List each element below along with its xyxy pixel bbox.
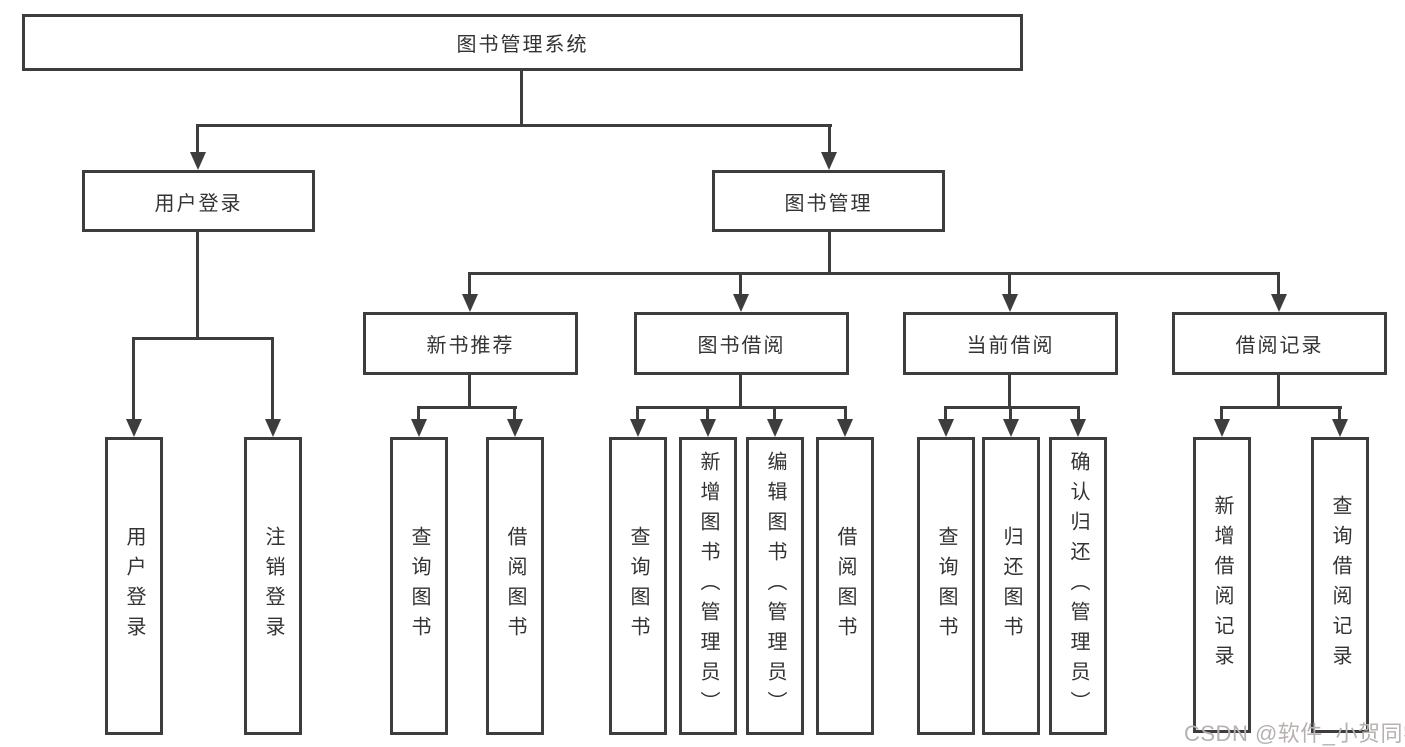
leaf-add-borrow-record: 新增借阅记录	[1193, 437, 1251, 733]
arrow-down-icon	[1002, 294, 1018, 312]
arrow-down-icon	[1214, 419, 1230, 437]
arrow-down-icon	[265, 419, 281, 437]
connector-stem-user-login	[196, 124, 199, 154]
arrow-down-icon	[1332, 419, 1348, 437]
leaf-user-login: 用户登录	[105, 437, 163, 735]
node-user-login: 用户登录	[82, 170, 315, 232]
connector-stem-book-borrow	[739, 272, 742, 296]
connector-user-login-stub	[196, 231, 199, 337]
leaf-borrow-books-rec: 借阅图书	[486, 437, 544, 735]
connector-borrow-record-hbar	[1220, 406, 1342, 409]
connector-current-borrow-stub	[1008, 374, 1011, 407]
node-label: 借阅记录	[1235, 335, 1324, 357]
node-label: 编辑图书（管理员）	[764, 451, 786, 721]
arrow-down-icon	[733, 294, 749, 312]
node-label: 查询图书	[935, 526, 957, 646]
arrow-down-icon	[1003, 419, 1019, 437]
connector-stem	[1077, 406, 1080, 422]
node-label: 图书借阅	[697, 335, 786, 357]
arrow-down-icon	[700, 419, 716, 437]
node-label: 用户登录	[123, 526, 145, 646]
connector-book-borrow-stub	[739, 374, 742, 407]
connector-stem-leaf-user-login	[132, 337, 135, 421]
node-label: 借阅图书	[504, 526, 526, 646]
arrow-down-icon	[837, 419, 853, 437]
connector-stem	[706, 406, 709, 422]
connector-book-mgmt-stub	[828, 231, 831, 274]
connector-stem	[944, 406, 947, 422]
node-library-management-system: 图书管理系统	[22, 14, 1023, 71]
node-label: 查询借阅记录	[1329, 495, 1351, 675]
node-borrowing-records: 借阅记录	[1172, 312, 1387, 375]
leaf-query-borrow-record: 查询借阅记录	[1311, 437, 1369, 733]
leaf-return-books: 归还图书	[982, 437, 1040, 735]
leaf-confirm-return-admin: 确认归还（管理员）	[1049, 437, 1107, 735]
node-current-borrowing: 当前借阅	[903, 312, 1118, 375]
connector-stem	[1220, 406, 1223, 422]
connector-stem	[1009, 406, 1012, 422]
node-label: 新增图书（管理员）	[697, 451, 719, 721]
arrow-down-icon	[821, 152, 837, 170]
leaf-query-books-current: 查询图书	[917, 437, 975, 735]
node-label: 归还图书	[1000, 526, 1022, 646]
node-label: 借阅图书	[834, 526, 856, 646]
leaf-query-books-rec: 查询图书	[390, 437, 448, 735]
connector-borrow-record-stub	[1277, 374, 1280, 407]
arrow-down-icon	[767, 419, 783, 437]
connector-current-borrow-hbar	[944, 406, 1080, 409]
node-book-borrowing: 图书借阅	[634, 312, 849, 375]
arrow-down-icon	[126, 419, 142, 437]
connector-stem	[636, 406, 639, 422]
arrow-down-icon	[411, 419, 427, 437]
node-label: 用户登录	[154, 192, 243, 215]
node-label: 新书推荐	[426, 335, 515, 357]
arrow-down-icon	[630, 419, 646, 437]
connector-stem	[513, 406, 516, 422]
connector-stem	[844, 406, 847, 422]
connector-book-mgmt-hbar	[468, 272, 1280, 275]
node-label: 新增借阅记录	[1211, 495, 1233, 675]
connector-stem-new-book-rec	[468, 272, 471, 296]
connector-user-login-hbar	[132, 337, 274, 340]
arrow-down-icon	[462, 294, 478, 312]
leaf-borrow-books: 借阅图书	[816, 437, 874, 735]
node-label: 当前借阅	[966, 335, 1055, 357]
connector-root-stub	[520, 71, 523, 125]
arrow-down-icon	[507, 419, 523, 437]
connector-stem-book-mgmt	[828, 124, 831, 154]
node-label: 确认归还（管理员）	[1067, 451, 1089, 721]
csdn-watermark: CSDN @软件_小贺同学	[1184, 721, 1405, 746]
leaf-edit-books-admin: 编辑图书（管理员）	[746, 437, 804, 735]
connector-book-borrow-hbar	[636, 406, 847, 409]
leaf-add-books-admin: 新增图书（管理员）	[679, 437, 737, 735]
connector-new-book-rec-stub	[468, 374, 471, 407]
leaf-logout: 注销登录	[244, 437, 302, 735]
node-label: 图书管理	[784, 192, 873, 215]
arrow-down-icon	[1070, 419, 1086, 437]
arrow-down-icon	[190, 152, 206, 170]
connector-stem	[773, 406, 776, 422]
node-label: 查询图书	[408, 526, 430, 646]
arrow-down-icon	[1271, 294, 1287, 312]
connector-stem	[417, 406, 420, 422]
node-label: 查询图书	[627, 526, 649, 646]
node-label: 图书管理系统	[456, 34, 589, 56]
connector-stem	[1338, 406, 1341, 422]
connector-stem-leaf-logout	[271, 337, 274, 421]
arrow-down-icon	[938, 419, 954, 437]
connector-root-hbar	[196, 124, 832, 127]
leaf-query-books-borrow: 查询图书	[609, 437, 667, 735]
node-new-book-recommend: 新书推荐	[363, 312, 578, 375]
connector-stem-borrow-record	[1277, 272, 1280, 296]
connector-new-book-rec-hbar	[417, 406, 517, 409]
node-book-management: 图书管理	[712, 170, 945, 232]
node-label: 注销登录	[262, 526, 284, 646]
connector-stem-current-borrow	[1008, 272, 1011, 296]
